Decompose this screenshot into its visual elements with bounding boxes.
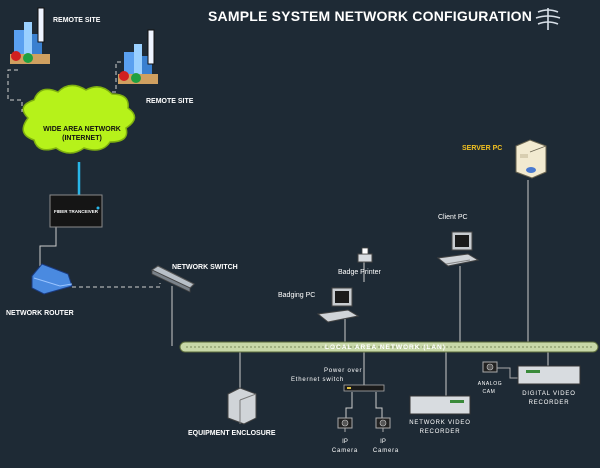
router-label: NETWORK ROUTER [6, 310, 74, 317]
poe-label-line1: Power over [324, 368, 362, 374]
computer-icon [436, 231, 480, 267]
dvr-icon [517, 365, 581, 385]
fiber-router-link [39, 226, 57, 266]
switch-icon [150, 265, 195, 293]
camera-icon [482, 361, 518, 379]
client-label: Client PC [438, 214, 468, 221]
fiber-label: FIBER TRANCEIVER [54, 209, 99, 214]
lan-bar [179, 341, 599, 353]
dvr-label-line2: RECORDER [529, 400, 570, 406]
remote-site-label-2: REMOTE SITE [146, 98, 194, 105]
equipment-label: EQUIPMENT ENCLOSURE [188, 430, 276, 437]
building-icon [118, 29, 158, 84]
switch-label: NETWORK SWITCH [172, 264, 238, 271]
poe-switch-icon [343, 384, 385, 392]
lan-down-links [239, 352, 549, 418]
logo-icon [535, 8, 561, 30]
nvr-icon [409, 395, 471, 415]
ipcam1-label-line2: Camera [332, 448, 358, 454]
badging-pc-label: Badging PC [278, 292, 315, 299]
ipcam1-label-line1: IP [342, 439, 348, 445]
page-title: SAMPLE SYSTEM NETWORK CONFIGURATION [208, 8, 533, 24]
analog-label-line2: CAM [483, 389, 496, 395]
nvr-label-line1: NETWORK VIDEO [409, 420, 470, 426]
dvr-label-line1: DIGITAL VIDEO [522, 391, 575, 397]
badge-printer-label: Badge Printer [338, 269, 381, 276]
computer-icon [316, 287, 360, 323]
fiber-transceiver-icon [49, 194, 103, 228]
building-icon [10, 7, 50, 64]
analog-label-line1: ANALOG [478, 381, 502, 387]
ipcam2-label-line1: IP [380, 439, 386, 445]
camera-icon [375, 417, 391, 432]
lan-label: LOCAL AREA NETWORK (LAN) [325, 344, 446, 351]
wan-label-line2: (INTERNET) [62, 135, 102, 142]
server-icon [515, 139, 547, 179]
printer-icon [357, 247, 373, 263]
ipcam2-label-line2: Camera [373, 448, 399, 454]
poe-label-line2: Ethernet switch [291, 377, 344, 383]
remote-site-label-1: REMOTE SITE [53, 17, 101, 24]
cloud-icon [22, 84, 136, 154]
wan-label-line1: WIDE AREA NETWORK [43, 126, 121, 133]
nvr-label-line2: RECORDER [420, 429, 461, 435]
camera-icon [337, 417, 353, 432]
enclosure-icon [227, 387, 257, 425]
server-label: SERVER PC [462, 145, 502, 152]
router-icon [31, 263, 73, 295]
